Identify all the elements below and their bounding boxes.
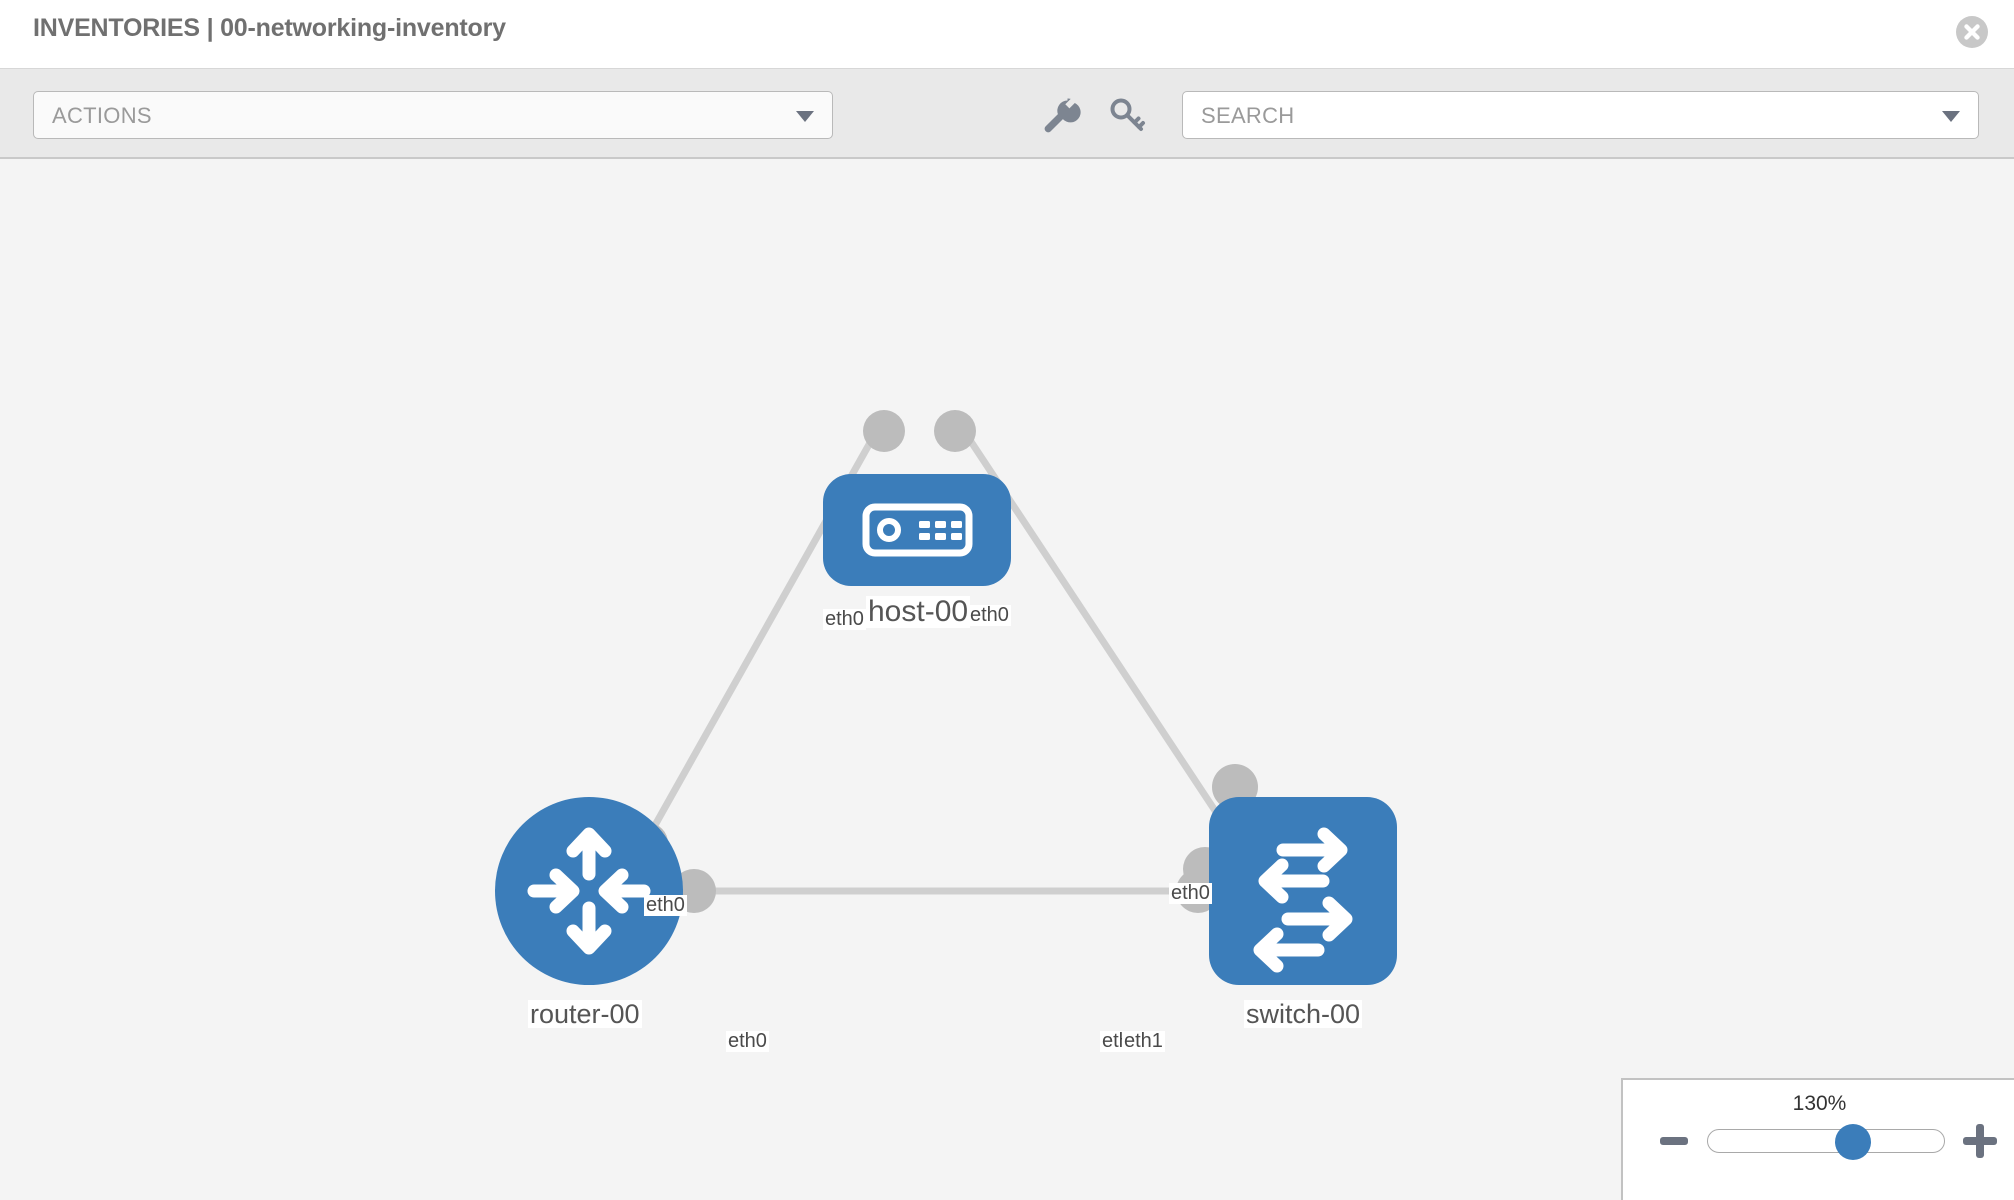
edge-label-router-up: eth0 [644, 894, 687, 916]
key-icon[interactable] [1103, 91, 1151, 139]
topology-canvas[interactable]: host-00 router-00 switch-00 eth0 eth0 et… [0, 159, 2014, 1200]
router-arrows-icon [527, 827, 651, 955]
edge-label-router-right: eth0 [726, 1030, 769, 1052]
edge-label-host-left: eth0 [823, 608, 866, 630]
node-router-00 [495, 797, 683, 985]
zoom-percent-label: 130% [1792, 1092, 1847, 1115]
actions-dropdown[interactable]: ACTIONS [33, 91, 833, 139]
page-title: INVENTORIES | 00-networking-inventory [33, 14, 506, 42]
zoom-in-button[interactable] [1963, 1124, 1997, 1158]
zoom-slider[interactable] [1707, 1124, 1945, 1160]
edge-label-switch-left-b: eth1 [1122, 1030, 1165, 1052]
edge-label-switch-up: eth0 [1169, 882, 1212, 904]
switch-arrows-icon [1253, 827, 1353, 973]
chevron-down-icon[interactable] [1942, 111, 1960, 122]
wrench-icon[interactable] [1035, 91, 1083, 139]
connector-host-right [934, 410, 976, 452]
node-label-host-00: host-00 [866, 595, 971, 628]
server-icon [862, 503, 973, 557]
search-input-value: SEARCH [1201, 103, 1295, 128]
zoom-control-panel: 130% [1621, 1078, 2014, 1200]
search-input[interactable]: SEARCH [1182, 91, 1979, 139]
node-host-00 [823, 474, 1011, 586]
node-label-router-00: router-00 [528, 999, 642, 1029]
page-header: INVENTORIES | 00-networking-inventory [0, 0, 2014, 69]
close-icon[interactable] [1956, 16, 1988, 48]
toolbar: ACTIONS SEARCH [0, 69, 2014, 159]
node-switch-00 [1209, 797, 1397, 985]
edge-label-host-right: eth0 [968, 604, 1011, 626]
actions-dropdown-label: ACTIONS [52, 103, 152, 128]
zoom-slider-thumb[interactable] [1835, 1124, 1871, 1160]
node-label-switch-00: switch-00 [1244, 999, 1363, 1029]
chevron-down-icon [796, 111, 814, 122]
connector-host-left [863, 410, 905, 452]
zoom-out-button[interactable] [1660, 1137, 1688, 1145]
